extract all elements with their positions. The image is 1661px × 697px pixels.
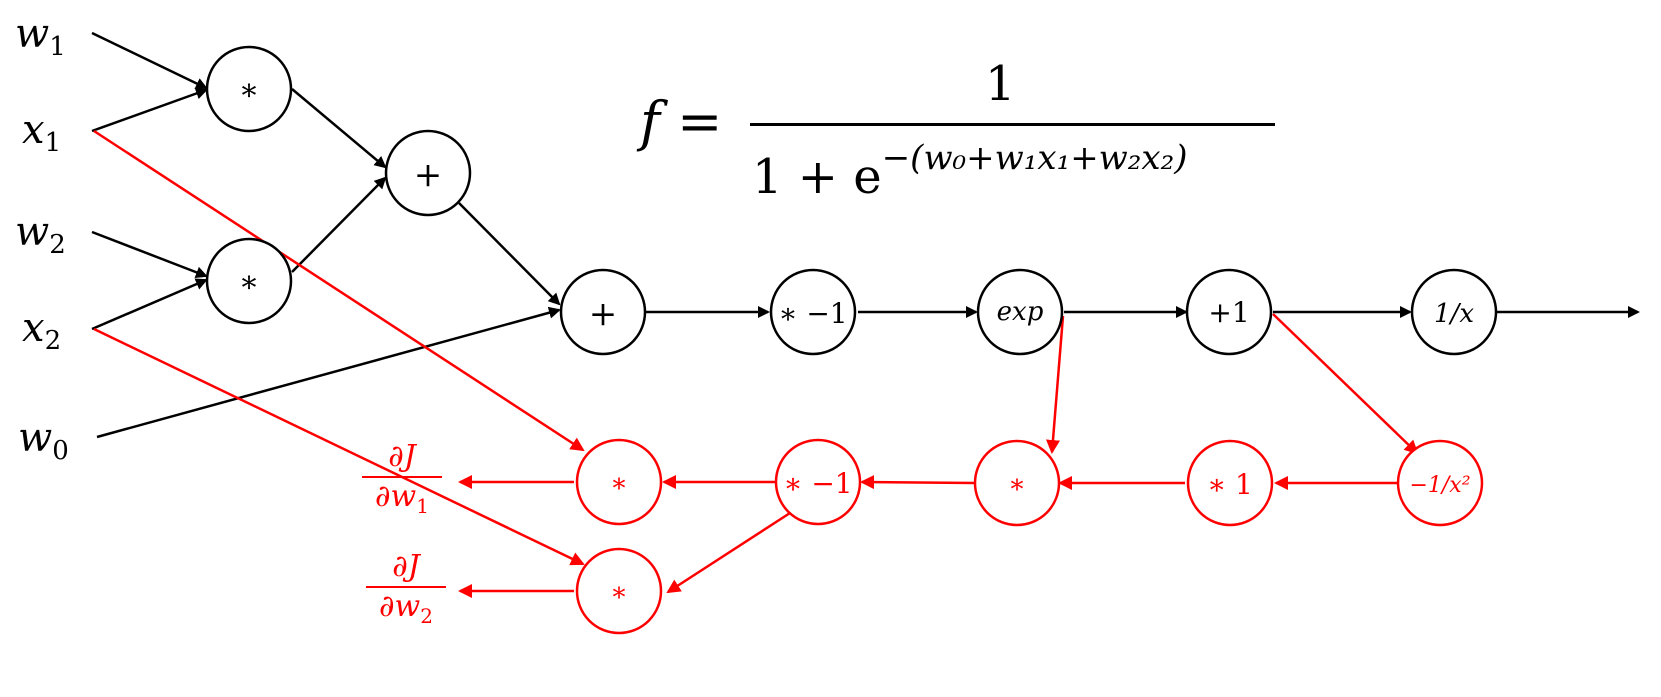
edge-w1-mul1 [91, 31, 208, 90]
input-w1-sub: 1 [49, 32, 66, 62]
input-x1-var: x [22, 107, 45, 153]
gradient-dw1-numerator: ∂J [388, 439, 416, 474]
input-x1-sub: 1 [44, 128, 62, 158]
node-mulb [973, 439, 1061, 527]
edge-negb-mulw2 [666, 511, 791, 594]
edge-w0-add2 [96, 306, 561, 439]
input-w0: w0 [18, 418, 69, 464]
input-w1-var: w [15, 11, 50, 57]
edge-mul1-add1 [291, 88, 387, 169]
node-neg [769, 268, 857, 356]
label-invsq: −1/x² [1409, 473, 1470, 498]
edge-x2-mul2 [91, 278, 208, 331]
edge-plus1-invsq [1272, 313, 1419, 455]
label-add2: + [589, 294, 618, 334]
label-mulw1: * [613, 474, 626, 504]
gradient-dw1-denominator: ∂w1 [362, 480, 442, 523]
formula-fraction-bar [750, 123, 1275, 126]
node-add2 [559, 268, 647, 356]
gradient-dw2-sub: 2 [420, 604, 433, 628]
gradient-dw2-den-var: ∂w [379, 589, 421, 624]
input-w1: w1 [15, 14, 66, 60]
input-x2-var: x [22, 305, 45, 351]
label-mul2: * [242, 271, 257, 306]
input-w0-var: w [18, 415, 53, 461]
node-mul1 [205, 45, 293, 133]
input-w2: w2 [15, 212, 66, 258]
formula-equals: = [677, 90, 723, 153]
gradient-dw1: ∂J ∂w1 [362, 440, 442, 523]
gradient-dw1-bar [362, 476, 442, 478]
label-exp: exp [997, 297, 1044, 327]
gradient-dw2-denominator: ∂w2 [366, 590, 446, 633]
input-x2: x2 [22, 308, 61, 354]
forward-edges [91, 31, 1640, 439]
formula-numerator: 1 [985, 56, 1016, 112]
node-add1 [384, 129, 472, 217]
edge-exp-mulb [1045, 315, 1065, 454]
edge-add1-add2 [458, 202, 561, 306]
node-plus1 [1185, 268, 1273, 356]
gradient-dw1-den-var: ∂w [375, 479, 417, 514]
formula-f: f [640, 90, 660, 153]
edge-mulb-negb [860, 475, 976, 490]
edge-x1-mul1 [91, 87, 208, 133]
node-mulw2 [575, 547, 663, 635]
formula-denominator: 1 + e−(w₀+w₁x₁+w₂x₂) [752, 138, 1188, 205]
node-recip [1410, 268, 1498, 356]
node-invsq [1396, 439, 1484, 527]
label-mul1: * [242, 79, 257, 114]
input-x2-sub: 2 [44, 326, 62, 356]
input-x1: x1 [22, 110, 61, 156]
node-times1 [1186, 439, 1274, 527]
gradient-dw2-numerator: ∂J [392, 549, 420, 584]
gradient-dw2: ∂J ∂w2 [366, 550, 446, 633]
node-exp [976, 268, 1064, 356]
formula-lhs: f = [640, 90, 722, 153]
label-neg: ∗ −1 [778, 297, 847, 330]
node-negb [774, 438, 862, 526]
edge-x2-mulw2 [93, 327, 585, 566]
formula-exponent: −(w₀+w₁x₁+w₂x₂) [881, 138, 1188, 178]
input-w2-var: w [15, 209, 50, 255]
label-times1: ∗ 1 [1207, 468, 1253, 501]
input-w2-sub: 2 [49, 230, 66, 260]
edge-x1-mulw1 [93, 129, 585, 452]
edge-w2-mul2 [91, 230, 208, 278]
input-w0-sub: 0 [52, 436, 69, 466]
node-mul2 [205, 237, 293, 325]
gradient-dw1-sub: 1 [416, 494, 429, 518]
formula-denominator-base: 1 + e [752, 149, 882, 205]
label-negb: ∗ −1 [783, 467, 852, 500]
gradient-dw2-bar [366, 586, 446, 588]
backward-edges [93, 129, 1419, 598]
edge-mul2-add1 [291, 176, 387, 273]
node-mulw1 [575, 438, 663, 526]
label-mulb: * [1011, 475, 1024, 505]
label-mulw2: * [613, 583, 626, 613]
label-plus1: +1 [1208, 296, 1249, 329]
label-recip: 1/x [1434, 299, 1474, 329]
label-add1: + [414, 155, 443, 195]
